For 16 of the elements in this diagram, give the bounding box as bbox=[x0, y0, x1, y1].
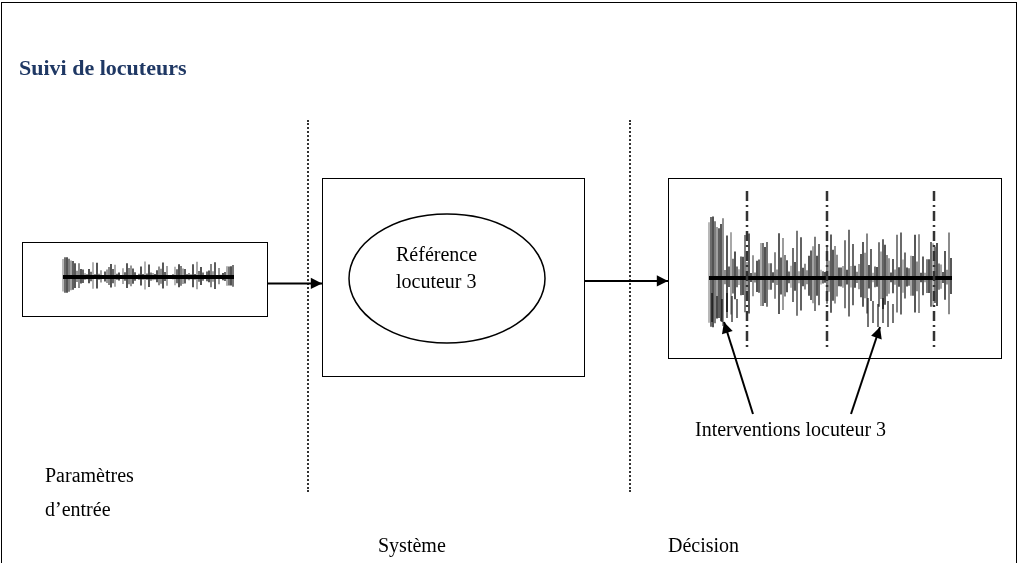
speech-segment bbox=[865, 296, 897, 328]
column-label: Paramètres d’entrée bbox=[45, 463, 135, 522]
node-text: Référence locuteur 3 bbox=[396, 242, 479, 294]
callout-text: Interventions locuteur 3 bbox=[695, 416, 1015, 443]
box bbox=[322, 178, 585, 377]
arrow bbox=[584, 275, 669, 287]
waveform-box bbox=[22, 242, 268, 317]
title: Suivi de locuteurs bbox=[19, 55, 187, 81]
arrow bbox=[722, 321, 754, 415]
arrow bbox=[850, 326, 882, 415]
speech-segment bbox=[709, 291, 741, 323]
column-label: Système bbox=[378, 533, 447, 559]
column-label: Décision bbox=[668, 533, 741, 558]
ellipse bbox=[348, 213, 546, 344]
arrow bbox=[267, 277, 323, 290]
waveform-box bbox=[668, 178, 1002, 359]
